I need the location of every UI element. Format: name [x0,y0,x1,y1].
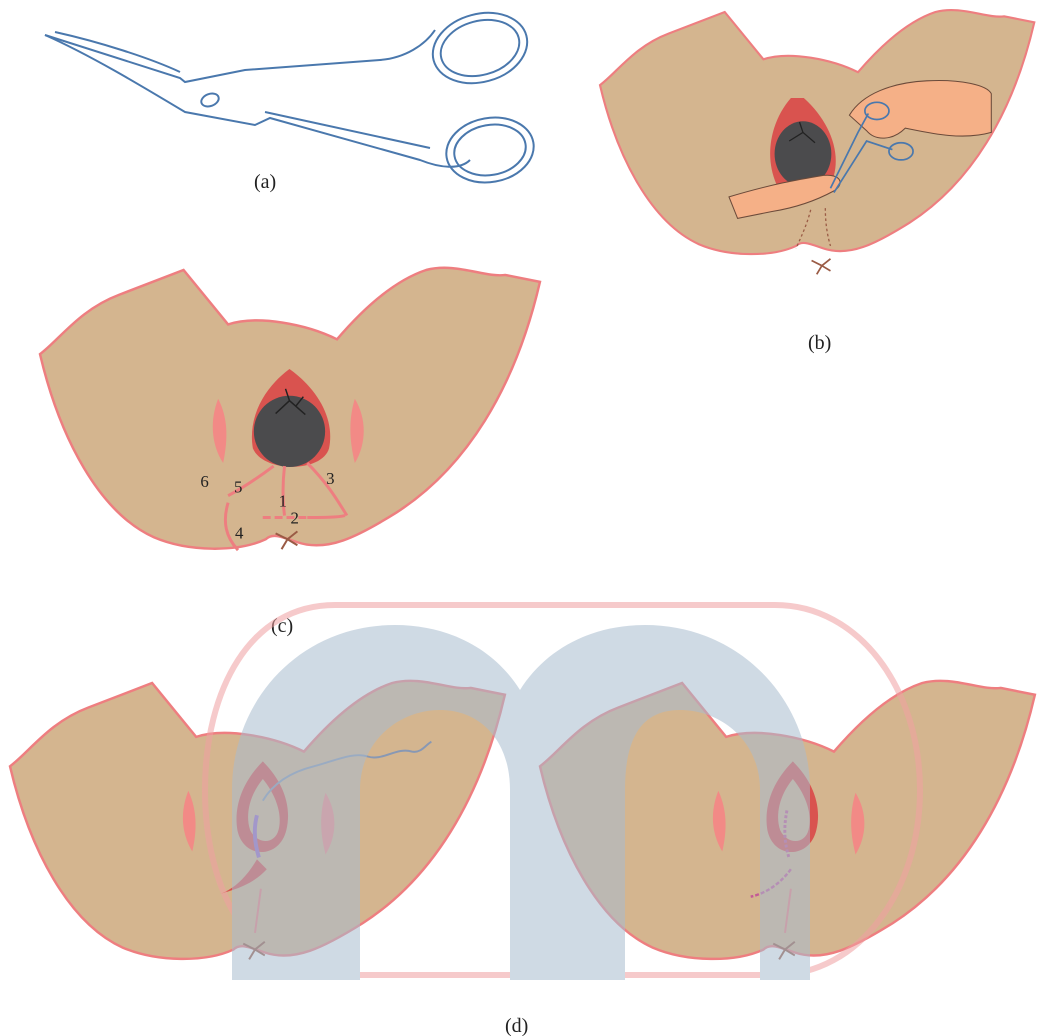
panel-d-caption: (d) [505,1015,528,1036]
incision-label-2: 2 [290,508,298,527]
panel-a-caption: (a) [254,171,276,193]
incision-label-5: 5 [234,478,242,497]
panel-b-caption: (b) [808,332,831,354]
anus-icon [812,259,831,274]
panel-a: (a) [45,3,539,193]
incision-label-3: 3 [326,469,334,488]
incision-label-6: 6 [200,472,208,491]
incision-label-4: 4 [235,523,244,542]
panel-b: (b) [600,10,1034,354]
panel-c: 1 2 3 4 5 6 (c) [40,268,540,637]
baby-head [254,396,325,467]
incision-label-1: 1 [279,492,287,511]
scissors-icon [45,3,539,189]
